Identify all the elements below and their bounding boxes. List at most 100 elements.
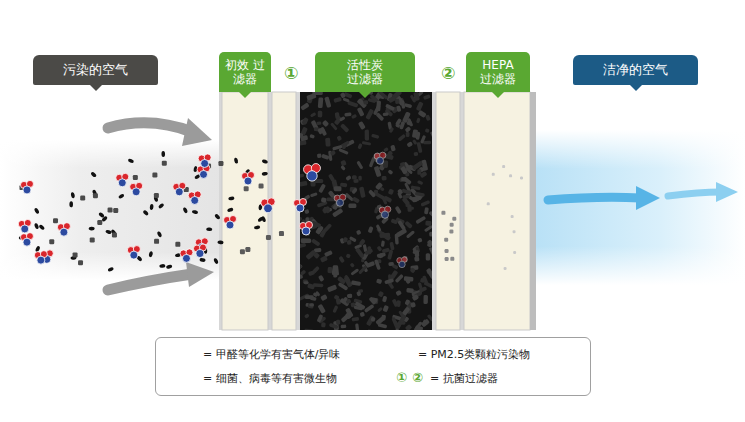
gas-molecule xyxy=(130,182,143,196)
pm-particle xyxy=(113,208,118,213)
pm-particle xyxy=(244,186,249,191)
carbon-grain xyxy=(351,280,361,286)
carbon-grain xyxy=(308,270,315,276)
carbon-grain xyxy=(310,192,318,197)
carbon-grain xyxy=(365,109,374,120)
gas-molecule xyxy=(180,249,193,263)
outflow-arrow xyxy=(548,197,640,200)
carbon-grain xyxy=(383,195,392,202)
microbe xyxy=(257,216,264,223)
microbe xyxy=(150,204,154,210)
carbon-grain xyxy=(410,267,416,273)
carbon-grain xyxy=(415,250,420,257)
pm-particle xyxy=(152,172,157,177)
carbon-grain xyxy=(395,206,402,214)
hepa-filter-panel xyxy=(464,92,530,330)
carbon-grain xyxy=(415,216,426,224)
carbon-grain xyxy=(406,141,413,147)
arrow-head xyxy=(186,262,214,287)
carbon-grain xyxy=(303,279,308,283)
pm-particle xyxy=(449,229,453,233)
gas-molecule xyxy=(379,206,391,218)
carbon-grain xyxy=(301,117,308,125)
arrow-head xyxy=(716,182,738,202)
carbon-grain xyxy=(341,324,347,328)
gas-molecule xyxy=(193,244,206,258)
carbon-grain xyxy=(415,192,425,197)
carbon-grain xyxy=(412,161,424,171)
microbe xyxy=(89,227,95,231)
gas-molecule xyxy=(300,222,313,236)
gas-molecule xyxy=(116,173,129,187)
carbon-grain xyxy=(425,114,431,121)
carbon-grain xyxy=(313,252,320,259)
carbon-grain xyxy=(338,148,348,155)
arrow-head xyxy=(182,118,212,146)
carbon-grain xyxy=(307,283,315,290)
gas-molecule xyxy=(242,172,255,186)
outflow-arrow xyxy=(668,192,720,196)
pm-particle xyxy=(445,257,449,261)
carbon-grain xyxy=(429,211,432,221)
carbon-grain xyxy=(304,313,310,319)
clean-air-band xyxy=(536,130,745,285)
microbe xyxy=(34,207,40,214)
pm-particle xyxy=(450,223,454,227)
carbon-grain xyxy=(395,118,402,126)
carbon-grain xyxy=(392,299,399,308)
microbe xyxy=(234,157,239,164)
carbon-grain xyxy=(321,322,326,327)
microbe xyxy=(159,264,165,268)
carbon-grain xyxy=(319,230,326,238)
microbe xyxy=(214,213,221,220)
microbe xyxy=(262,172,268,176)
carbon-grain xyxy=(304,281,309,284)
carbon-grain xyxy=(416,117,421,123)
carbon-grain xyxy=(413,92,420,101)
pm-particle xyxy=(49,239,54,244)
microbe xyxy=(166,264,173,269)
carbon-grain xyxy=(380,231,392,241)
carbon-grain xyxy=(368,226,374,233)
carbon-grain xyxy=(423,141,431,144)
carbon-grain xyxy=(332,265,337,275)
carbon-grain xyxy=(366,315,375,326)
carbon-grain xyxy=(380,187,385,192)
carbon-grain xyxy=(412,294,420,301)
carbon-grain xyxy=(320,127,327,137)
pm-particle xyxy=(445,249,449,253)
carbon-grain xyxy=(374,259,381,270)
carbon-grain xyxy=(385,104,395,112)
carbon-grain xyxy=(415,325,424,330)
carbon-grain xyxy=(406,120,412,126)
carbon-grain xyxy=(398,134,406,142)
carbon-grain xyxy=(390,145,396,152)
carbon-grain xyxy=(422,319,428,325)
carbon-grain xyxy=(406,132,410,137)
carbon-grain xyxy=(382,248,390,254)
carbon-grain xyxy=(318,111,323,118)
carbon-grain xyxy=(352,196,360,203)
carbon-grain xyxy=(330,150,336,156)
carbon-grain xyxy=(333,97,342,103)
gas-molecule xyxy=(334,194,346,206)
carbon-grain xyxy=(429,232,432,237)
carbon-grain xyxy=(343,237,349,243)
carbon-grain xyxy=(426,268,432,280)
microbe xyxy=(38,224,45,231)
carbon-grain xyxy=(328,173,335,181)
carbon-grain xyxy=(352,175,357,179)
pm-particle xyxy=(504,267,507,270)
pm-particle xyxy=(133,175,138,180)
carbon-grain xyxy=(300,181,308,187)
carbon-grain xyxy=(356,160,363,169)
carbon-grain xyxy=(398,310,405,318)
carbon-grain xyxy=(397,220,406,231)
carbon-grain xyxy=(388,262,394,266)
primary-filter-panel xyxy=(222,92,268,330)
pm-particle xyxy=(154,239,159,244)
carbon-grain xyxy=(404,221,412,229)
carbon-grain xyxy=(358,265,367,274)
carbon-grain xyxy=(388,169,394,175)
pm-particle xyxy=(90,237,95,242)
